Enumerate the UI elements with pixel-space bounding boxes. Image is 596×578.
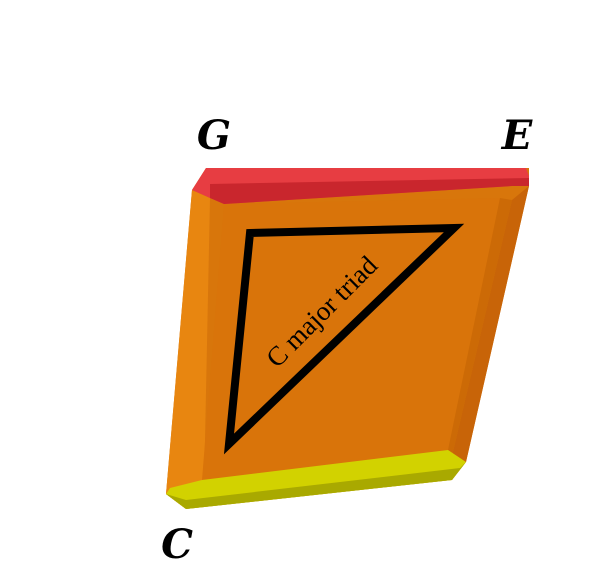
tile-left-bevel [166,190,210,509]
corner-label-c: C [161,521,193,568]
corner-label-g: G [197,112,231,159]
triad-triangle [223,223,465,455]
corner-label-e: E [501,112,533,159]
bottom-edge-shadow [166,462,466,509]
tile-right-bevel [452,186,529,462]
tile-face-shade [448,198,512,456]
top-edge-shadow [210,178,529,204]
tile-face [202,198,500,480]
